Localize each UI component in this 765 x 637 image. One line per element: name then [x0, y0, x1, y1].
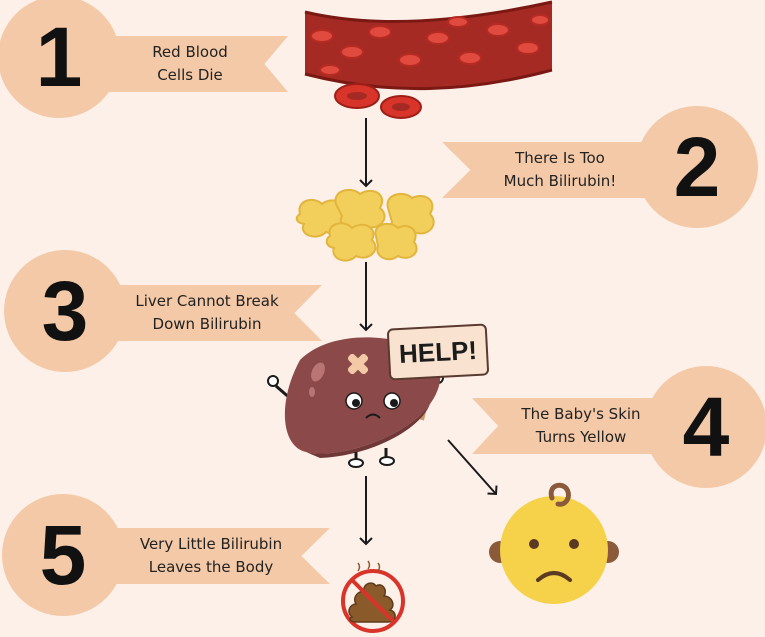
step-1-line1: Red Blood	[152, 43, 228, 61]
blood-vessel-icon	[304, 0, 553, 119]
step-1-number: 1	[35, 10, 83, 104]
step-1-circle: 1	[0, 0, 120, 118]
step-1-line2: Cells Die	[157, 66, 223, 84]
step-2-line2: Much Bilirubin!	[503, 172, 617, 190]
step-5-circle: 5	[2, 494, 124, 616]
step-3-line1: Liver Cannot Break	[135, 292, 279, 310]
step-4-number: 4	[682, 380, 730, 474]
step-2-line1: There Is Too	[515, 149, 605, 167]
arrow-3-to-4	[447, 439, 498, 496]
flow-arrows	[359, 118, 498, 546]
step-5-label: Very Little Bilirubin Leaves the Body	[92, 528, 330, 584]
step-5-number: 5	[39, 508, 87, 602]
step-3-label: Liver Cannot Break Down Bilirubin	[92, 285, 322, 341]
step-4-line2: Turns Yellow	[535, 428, 627, 446]
step-1-label: Red Blood Cells Die	[92, 36, 288, 92]
step-3-line2: Down Bilirubin	[152, 315, 262, 333]
step-4-circle: 4	[645, 366, 765, 488]
step-3-circle: 3	[4, 250, 126, 372]
bilirubin-icon	[295, 188, 435, 262]
step-5-line2: Leaves the Body	[148, 558, 274, 576]
step-4-line1: The Baby's Skin	[521, 405, 641, 423]
baby-face-icon	[489, 482, 619, 604]
step-5-line1: Very Little Bilirubin	[139, 535, 283, 553]
help-sign: HELP!	[386, 323, 490, 381]
step-2-circle: 2	[636, 106, 758, 228]
no-poop-icon	[341, 560, 405, 633]
step-3-number: 3	[41, 264, 89, 358]
step-2-number: 2	[673, 120, 721, 214]
